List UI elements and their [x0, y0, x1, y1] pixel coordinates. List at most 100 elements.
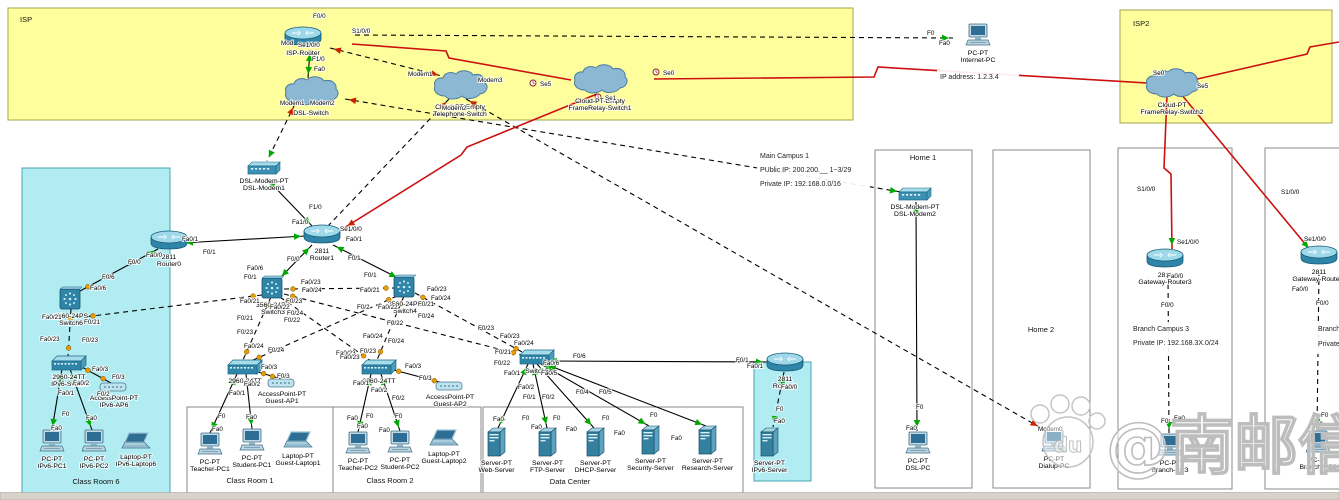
- device-label: Guest-AP1: [265, 398, 298, 405]
- device-label: Cloud-PT-Empty: [435, 104, 485, 111]
- device-label: Teacher-PC1: [190, 466, 230, 473]
- note-line: Branch Campus 2: [1318, 326, 1339, 333]
- device-datacenter-switch[interactable]: Switch5: [519, 349, 555, 376]
- ethernet-link: [327, 98, 450, 227]
- device-label: AccessPoint-PT: [258, 391, 306, 398]
- port-label: Fa0/24: [514, 340, 534, 347]
- port-label: F0/1: [348, 255, 361, 262]
- pc-icon: [239, 428, 265, 451]
- port-label: Fa0: [671, 435, 682, 442]
- port-label: F0/23: [237, 329, 254, 336]
- port-label: F0: [395, 413, 403, 420]
- note-line: Private IP: 192.168.0.0/16: [760, 181, 841, 188]
- port-label: Modem3: [478, 77, 503, 84]
- green-link-light: [243, 377, 251, 386]
- device-label: PC-PT: [1044, 456, 1064, 463]
- port-label: F0/23: [286, 298, 303, 305]
- device-label: 2811: [1312, 269, 1327, 276]
- mswitch-icon: [261, 275, 285, 299]
- green-link-light: [357, 420, 364, 429]
- mswitch-icon: [393, 274, 417, 298]
- port-label: Se1/0/0: [1304, 236, 1326, 243]
- device-dsl-switch-cloud[interactable]: DSL-Switch: [284, 76, 339, 118]
- region-label-classroom1: Class Room 1: [226, 476, 273, 485]
- green-link-light: [912, 205, 920, 214]
- device-isp-router[interactable]: ISP-Router: [284, 26, 322, 58]
- amber-link-light: [284, 299, 291, 305]
- device-label: Security-Server: [627, 465, 675, 472]
- server-icon: [586, 427, 605, 457]
- device-label: DSL-PC: [906, 465, 931, 472]
- device-classroom2-switch[interactable]: 2960-24TT: [361, 359, 397, 386]
- red-link-light: [287, 107, 294, 116]
- device-label: PC-PT: [348, 458, 368, 465]
- port-label: Fa0/24: [363, 333, 383, 340]
- ethernet-link: [354, 34, 954, 39]
- device-label: 2960-24TT: [362, 378, 395, 385]
- port-label: Fa0/3: [405, 363, 422, 370]
- green-link-light: [305, 66, 313, 75]
- port-label: F0/2: [392, 395, 405, 402]
- router-icon: [766, 352, 804, 372]
- device-label: DSL-Modem-PT: [239, 178, 288, 185]
- port-label: Se5: [1197, 83, 1209, 90]
- port-label: Fa0: [212, 426, 223, 433]
- ethernet-link: [79, 248, 159, 292]
- device-label: Laptop-PT: [120, 454, 152, 461]
- amber-link-light: [510, 350, 516, 356]
- green-link-light: [584, 417, 592, 426]
- note-line: Private IP: 192.168.3X.0/24: [1133, 340, 1219, 347]
- green-link-light: [499, 416, 506, 425]
- port-label: Se1: [605, 95, 617, 102]
- green-link-light: [1165, 421, 1173, 430]
- device-dialup-pc[interactable]: PC-PTDialup-PC: [1038, 429, 1071, 471]
- port-label: Se1/0/0: [298, 42, 320, 49]
- port-label: Fa0/23: [500, 333, 520, 340]
- device-label: 2811: [778, 376, 793, 383]
- device-classroom1-switch[interactable]: 2960-24TT: [227, 359, 263, 386]
- amber-link-light: [65, 345, 72, 351]
- port-label: Fa0/0: [1292, 286, 1309, 293]
- watermark: du @南邮信仔: [1030, 394, 1339, 485]
- device-label: DSL-Modem2: [894, 211, 936, 218]
- device-label: 3560-24PS: [388, 301, 422, 308]
- router-icon: [1300, 245, 1338, 265]
